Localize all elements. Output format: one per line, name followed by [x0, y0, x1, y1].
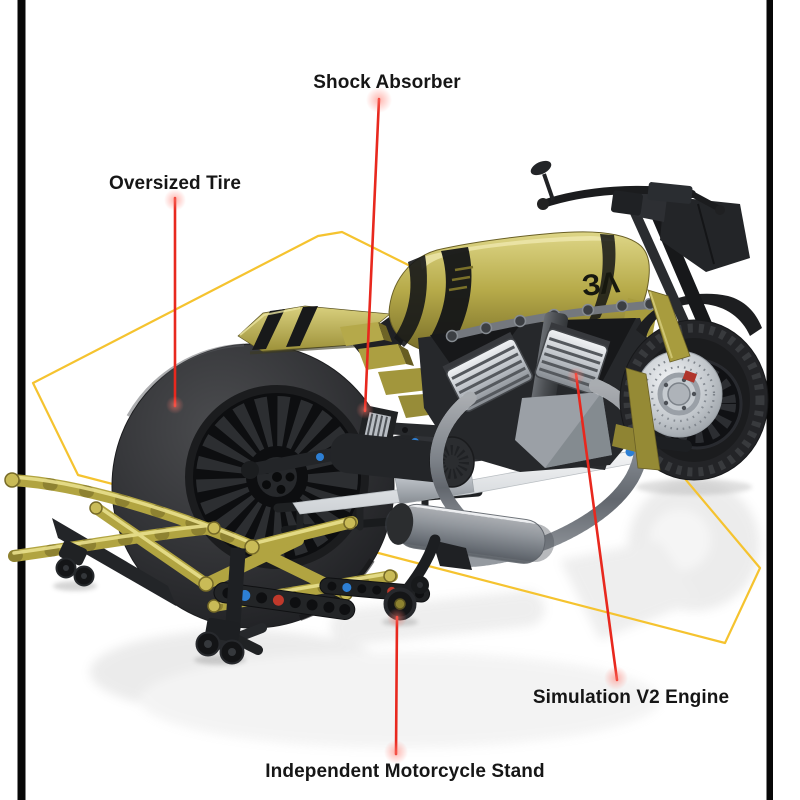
label-simulation-v2-engine: Simulation V2 Engine [532, 687, 730, 708]
front-end [530, 160, 762, 373]
rear-wheel [111, 343, 395, 629]
cylinder-head-right [534, 322, 611, 395]
label-independent-motorcycle-stand: Independent Motorcycle Stand [265, 761, 545, 782]
motorcycle-illustration: ЗΛ [4, 160, 769, 665]
floor-reflection [90, 479, 760, 748]
line-independent-stand [394, 615, 399, 756]
right-frame-bar [766, 0, 773, 800]
callout-line-glows [164, 87, 628, 764]
tank-logo: ЗΛ [580, 266, 621, 303]
line-shock-absorber [363, 97, 381, 413]
label-oversized-tire: Oversized Tire [108, 173, 242, 194]
engine [330, 297, 657, 488]
line-simulation-v2-engine [574, 372, 619, 682]
callout-lines [173, 97, 619, 756]
label-shock-absorber: Shock Absorber [313, 72, 461, 93]
motorcycle-stand [4, 472, 472, 665]
left-frame-bar [17, 0, 26, 800]
front-wheel [612, 289, 769, 481]
